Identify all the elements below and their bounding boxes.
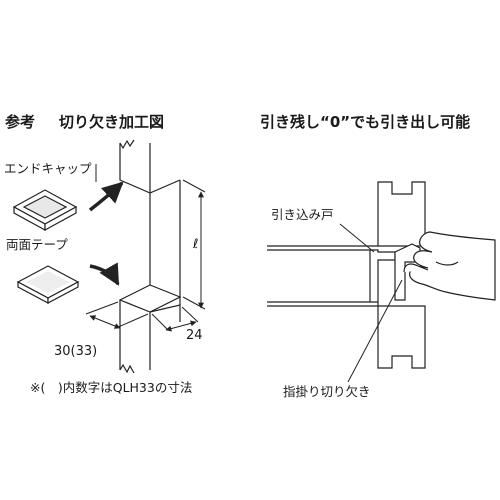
end-cap-part <box>12 189 78 232</box>
arrow-end-cap <box>88 181 124 212</box>
left-title: 切り欠き加工図 <box>59 113 165 131</box>
grip-leader <box>347 279 403 383</box>
end-cap-label: エンドキャップ <box>4 161 92 176</box>
depth-label: 24 <box>186 328 203 343</box>
left-title-ref: 参考 <box>5 113 36 131</box>
dimension-depth <box>151 306 199 332</box>
sliding-door-rails <box>267 245 396 307</box>
tape-part <box>16 265 80 304</box>
arrow-tape <box>89 262 120 286</box>
door-label: 引き込み戸 <box>271 207 334 222</box>
dimension-width <box>85 301 149 329</box>
note-text: ※( )内数字はQLH33の寸法 <box>30 380 193 395</box>
hand-illustration <box>403 231 496 301</box>
width-label: 30(33) <box>54 344 98 359</box>
tape-label: 両面テープ <box>6 237 68 252</box>
door-panel-top <box>377 181 426 247</box>
grip-label: 指掛り切り欠き <box>283 384 371 399</box>
door-panel-bottom <box>377 305 426 369</box>
right-title: 引き残し“0”でも引き出し可能 <box>260 113 471 131</box>
notched-post <box>118 139 182 374</box>
length-label: ℓ <box>193 237 199 252</box>
door-leader <box>339 223 375 253</box>
dimension-length <box>182 179 206 310</box>
